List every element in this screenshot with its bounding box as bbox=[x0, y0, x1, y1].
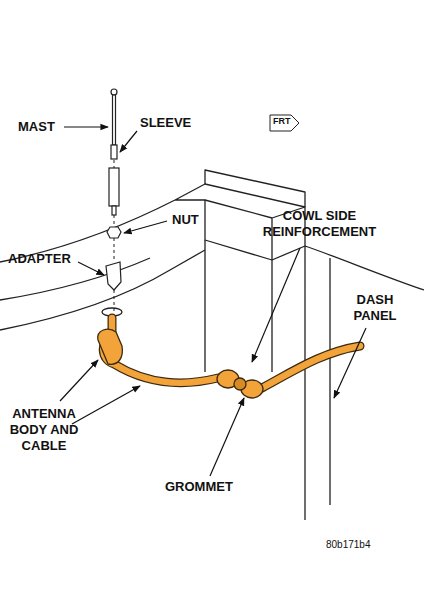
leader-line bbox=[252, 248, 300, 362]
leader-line bbox=[210, 398, 244, 476]
leader-line bbox=[334, 328, 366, 398]
leader-line bbox=[124, 221, 167, 233]
grommet-hole bbox=[234, 378, 246, 390]
mast bbox=[113, 95, 116, 145]
fender-lower-edge bbox=[0, 250, 205, 330]
leader-line bbox=[120, 131, 137, 152]
inner-panel bbox=[205, 240, 272, 372]
direction-indicator: FRT bbox=[273, 116, 291, 127]
assembly-centerline bbox=[114, 160, 115, 330]
cowl-reinforcement-return bbox=[205, 170, 305, 207]
antenna-body bbox=[98, 329, 123, 364]
front-indicator bbox=[270, 115, 299, 131]
mast-stud bbox=[112, 206, 116, 215]
leader-line bbox=[64, 126, 108, 127]
part-label: SLEEVE bbox=[140, 115, 191, 131]
part-label: GROMMET bbox=[165, 479, 233, 495]
part-label: ANTENNA BODY AND CABLE bbox=[2, 406, 86, 454]
leader-line bbox=[72, 386, 140, 424]
figure-number: 80b171b4 bbox=[326, 539, 371, 551]
sleeve bbox=[109, 168, 119, 206]
mast-base bbox=[111, 145, 117, 159]
antenna-cable-outline bbox=[103, 318, 360, 388]
adapter bbox=[106, 262, 121, 290]
part-label: COWL SIDE REINFORCEMENT bbox=[252, 208, 387, 240]
dash-panel bbox=[305, 246, 424, 520]
nut bbox=[107, 227, 121, 238]
mast-tip bbox=[111, 89, 117, 95]
part-label: DASH PANEL bbox=[342, 292, 408, 324]
part-label: ADAPTER bbox=[8, 251, 71, 267]
antenna-cable bbox=[103, 318, 360, 388]
part-label: NUT bbox=[172, 212, 199, 228]
part-label: MAST bbox=[18, 119, 55, 135]
leader-line bbox=[60, 360, 98, 401]
leader-line bbox=[78, 262, 104, 275]
